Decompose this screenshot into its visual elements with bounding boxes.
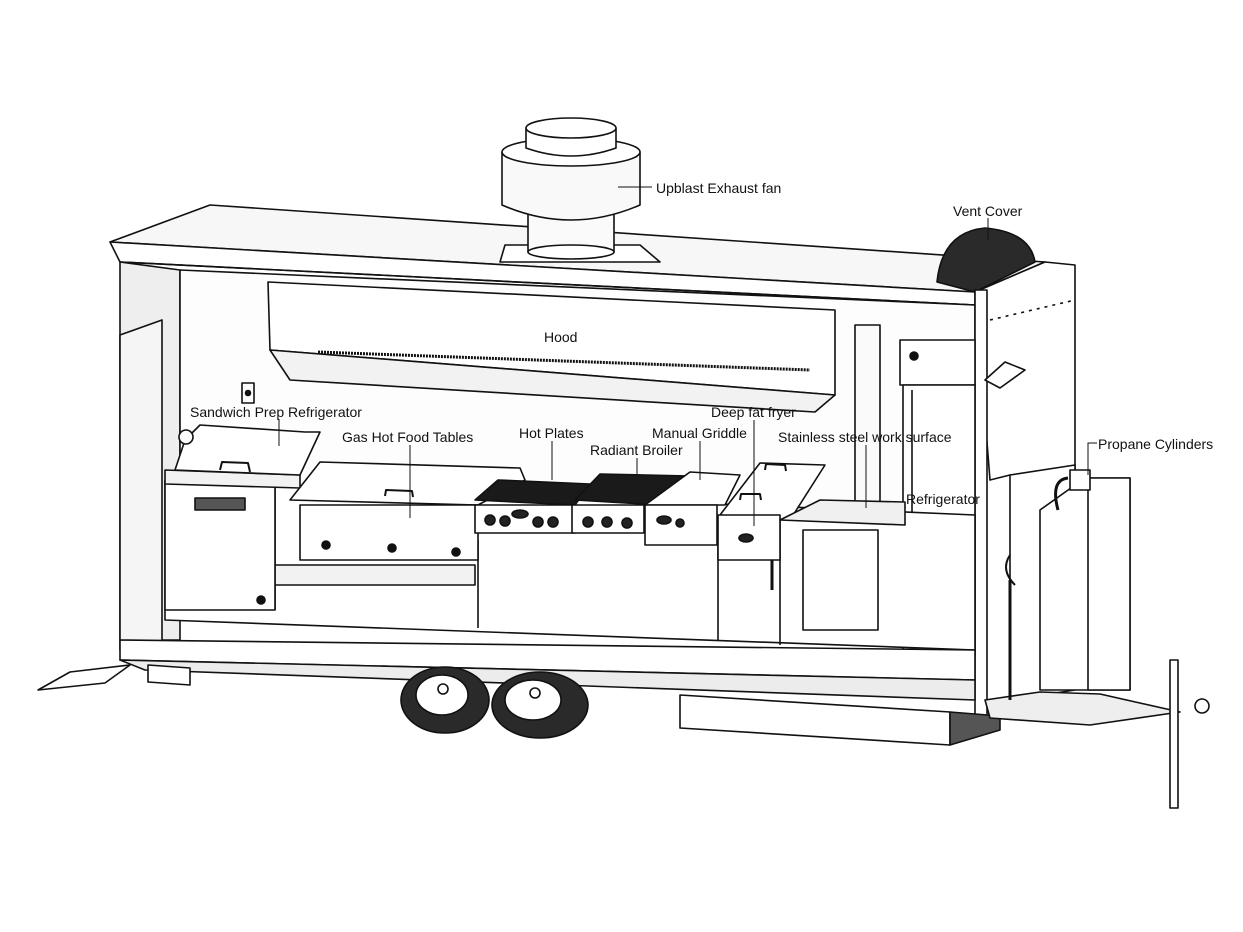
storage-box <box>679 694 951 746</box>
label-manual-griddle: Manual Griddle <box>652 425 747 441</box>
upblast-exhaust-fan <box>499 117 661 263</box>
label-stainless-steel-work-surface: Stainless steel work surface <box>778 429 952 445</box>
manual-griddle <box>644 471 741 546</box>
trailer-hitch <box>984 659 1210 809</box>
step <box>37 664 131 691</box>
label-hood: Hood <box>544 329 578 345</box>
label-vent-cover: Vent Cover <box>953 203 1023 219</box>
propane-cylinders <box>1005 469 1131 700</box>
label-propane-cylinders: Propane Cylinders <box>1098 436 1214 452</box>
label-gas-hot-food-tables: Gas Hot Food Tables <box>342 429 474 445</box>
wheels <box>400 666 589 739</box>
label-hot-plates: Hot Plates <box>519 425 584 441</box>
hood <box>267 281 836 413</box>
hot-plates <box>474 479 591 534</box>
vent-cover <box>936 218 1036 293</box>
stainless-steel-work-surface <box>779 499 906 526</box>
label-sandwich-prep-refrigerator: Sandwich Prep Refrigerator <box>190 404 362 420</box>
leader-lines <box>278 419 1097 518</box>
label-refrigerator: Refrigerator <box>906 491 980 507</box>
deep-fat-fryer <box>717 420 826 561</box>
label-upblast-exhaust-fan: Upblast Exhaust fan <box>656 180 782 196</box>
label-deep-fat-fryer: Deep fat fryer <box>711 404 796 420</box>
sandwich-prep-refrigerator <box>164 382 321 611</box>
label-radiant-broiler: Radiant Broiler <box>590 442 683 458</box>
